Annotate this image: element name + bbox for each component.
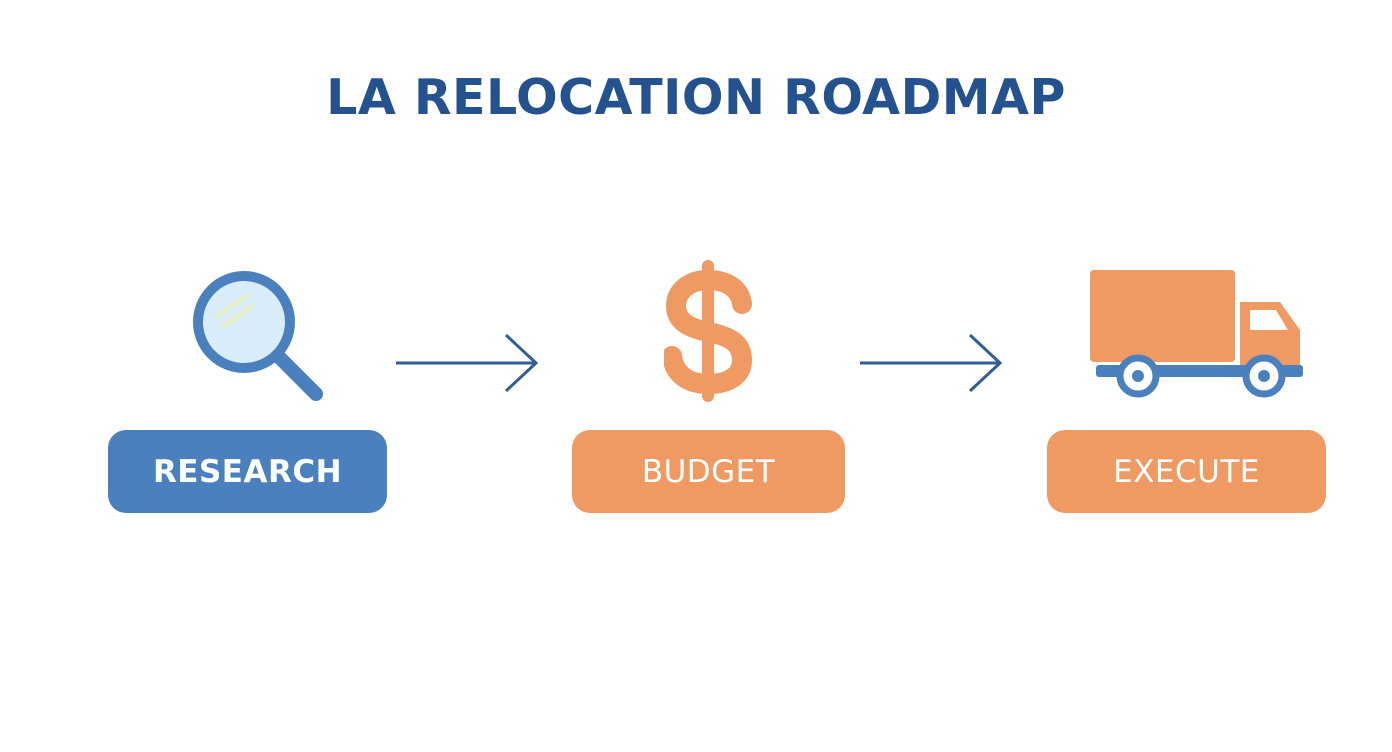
arrow-right-icon: [860, 333, 1004, 393]
step-label-budget: BUDGET: [572, 430, 845, 513]
arrow-right-icon: [396, 333, 540, 393]
moving-truck-icon: [1086, 266, 1308, 398]
page-title: LA RELOCATION ROADMAP: [326, 69, 1066, 126]
step-label-execute: EXECUTE: [1047, 430, 1326, 513]
dollar-sign-icon: [664, 260, 756, 402]
magnifying-glass-icon: [188, 266, 328, 406]
step-label-research: RESEARCH: [108, 430, 387, 513]
